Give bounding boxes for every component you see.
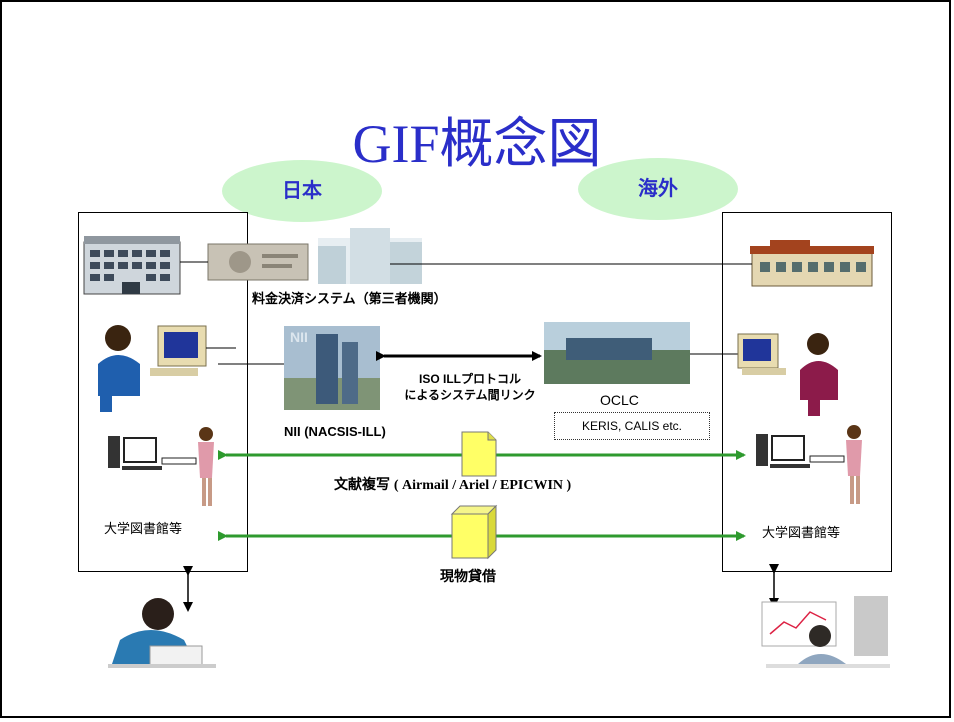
- payment-system-label: 料金決済システム（第三者機関）: [252, 291, 447, 306]
- library-staff-left-icon: [108, 427, 214, 506]
- patron-computer-icon: [761, 596, 890, 668]
- document-copy-detail: ( Airmail / Ariel / EPICWIN ): [393, 478, 572, 493]
- operator-left-icon: [98, 325, 207, 412]
- document-copy-label: 文献複写 ( Airmail / Ariel / EPICWIN ): [334, 474, 571, 494]
- library-left-label: 大学図書館等: [104, 521, 183, 536]
- office-building-icon: [83, 236, 181, 295]
- banknote-icon: [207, 243, 309, 281]
- partners-box: KERIS, CALIS etc.: [554, 412, 710, 440]
- protocol-label-line2: によるシステム間リンク: [404, 388, 536, 402]
- protocol-label-line1: ISO ILLプロトコル: [418, 372, 521, 386]
- diagram-title: GIF概念図: [352, 114, 602, 174]
- nii-building-image: NII: [284, 326, 380, 410]
- payment-building-icon: [318, 228, 422, 284]
- region-overseas-oval: 海外: [578, 158, 738, 220]
- document-copy-prefix: 文献複写: [334, 476, 390, 492]
- loan-label: 現物貸借: [440, 568, 496, 584]
- library-right-label: 大学図書館等: [762, 525, 841, 540]
- oclc-label: OCLC: [600, 392, 639, 408]
- region-japan-oval: 日本: [222, 160, 382, 222]
- svg-text:NII: NII: [290, 329, 308, 345]
- library-staff-right-icon: [756, 425, 862, 504]
- library-building-icon: [750, 240, 874, 287]
- operator-right-icon: [737, 333, 838, 416]
- book-package-icon: [450, 504, 498, 560]
- oclc-building-image: [544, 322, 690, 384]
- document-icon: [461, 431, 497, 477]
- patron-reading-icon: [108, 598, 216, 668]
- nii-label: NII (NACSIS-ILL): [284, 424, 386, 439]
